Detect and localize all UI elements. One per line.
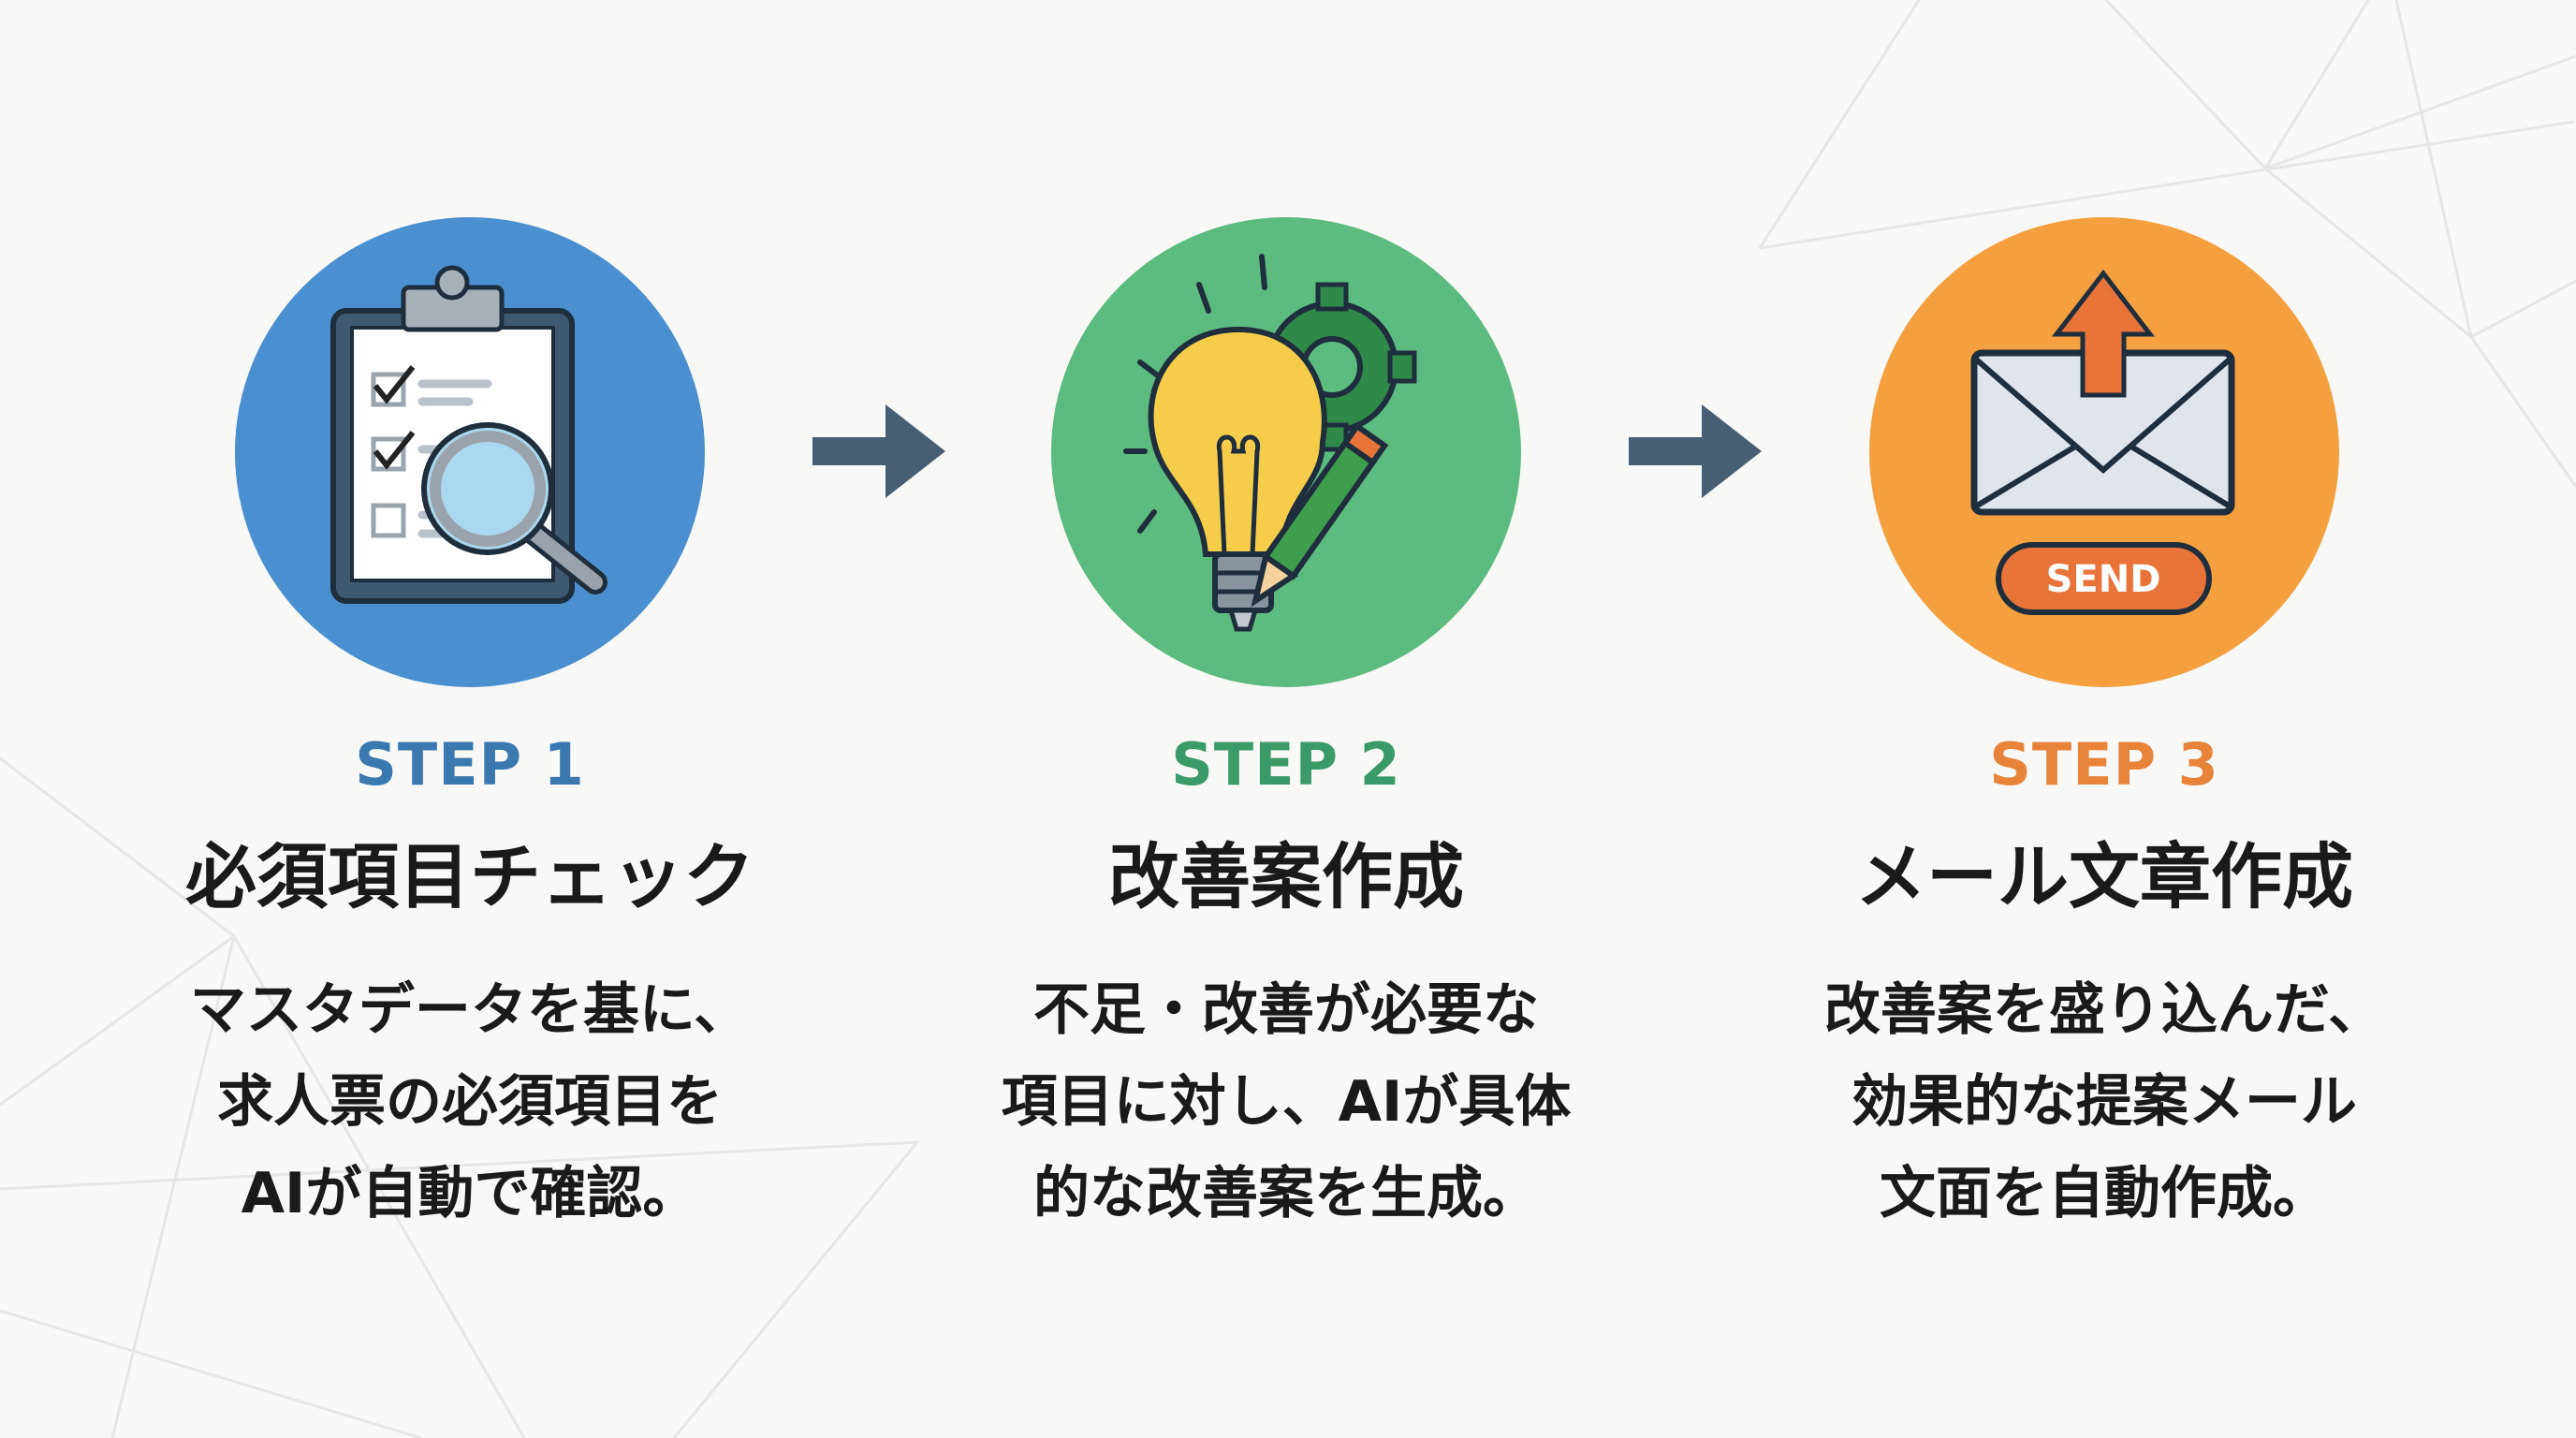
step-title: メール文章作成	[1855, 835, 2353, 918]
arrow-right-icon	[1629, 404, 1762, 498]
arrow-right-icon	[812, 404, 945, 498]
clipboard-magnifier-icon	[330, 265, 607, 604]
description-line: マスタデータを基に、	[189, 977, 751, 1043]
description-line: 項目に対し、AIが具体	[1001, 1069, 1572, 1135]
step-title: 必須項目チェック	[185, 835, 754, 918]
description-line: 効果的な提案メール	[1852, 1069, 2357, 1135]
step-description: マスタデータを基に、 求人票の必須項目を AIが自動で確認。	[49, 964, 891, 1240]
step-description: 改善案を盛り込んだ、 効果的な提案メール 文面を自動作成。	[1683, 964, 2525, 1240]
step-label: STEP 1	[355, 730, 585, 799]
description-line: 的な改善案を生成。	[1033, 1161, 1539, 1226]
step-title: 改善案作成	[1108, 835, 1464, 918]
step-label: STEP 3	[1989, 730, 2219, 799]
lightbulb-gear-pencil-icon	[1123, 254, 1417, 632]
description-line: 不足・改善が必要な	[1033, 977, 1539, 1043]
description-line: AIが自動で確認。	[241, 1161, 699, 1226]
description-line: 文面を自動作成。	[1880, 1161, 2329, 1226]
step-label: STEP 2	[1171, 730, 1401, 799]
step-description: 不足・改善が必要な 項目に対し、AIが具体 的な改善案を生成。	[865, 964, 1707, 1240]
description-line: 求人票の必須項目を	[217, 1069, 723, 1135]
send-label: SEND	[2046, 558, 2161, 601]
description-line: 改善案を盛り込んだ、	[1823, 977, 2385, 1043]
step-1-circle	[235, 217, 705, 687]
step-3-circle: SEND	[1869, 217, 2339, 687]
envelope-send-icon: SEND	[1970, 269, 2235, 615]
step-2-circle	[1051, 217, 1521, 687]
